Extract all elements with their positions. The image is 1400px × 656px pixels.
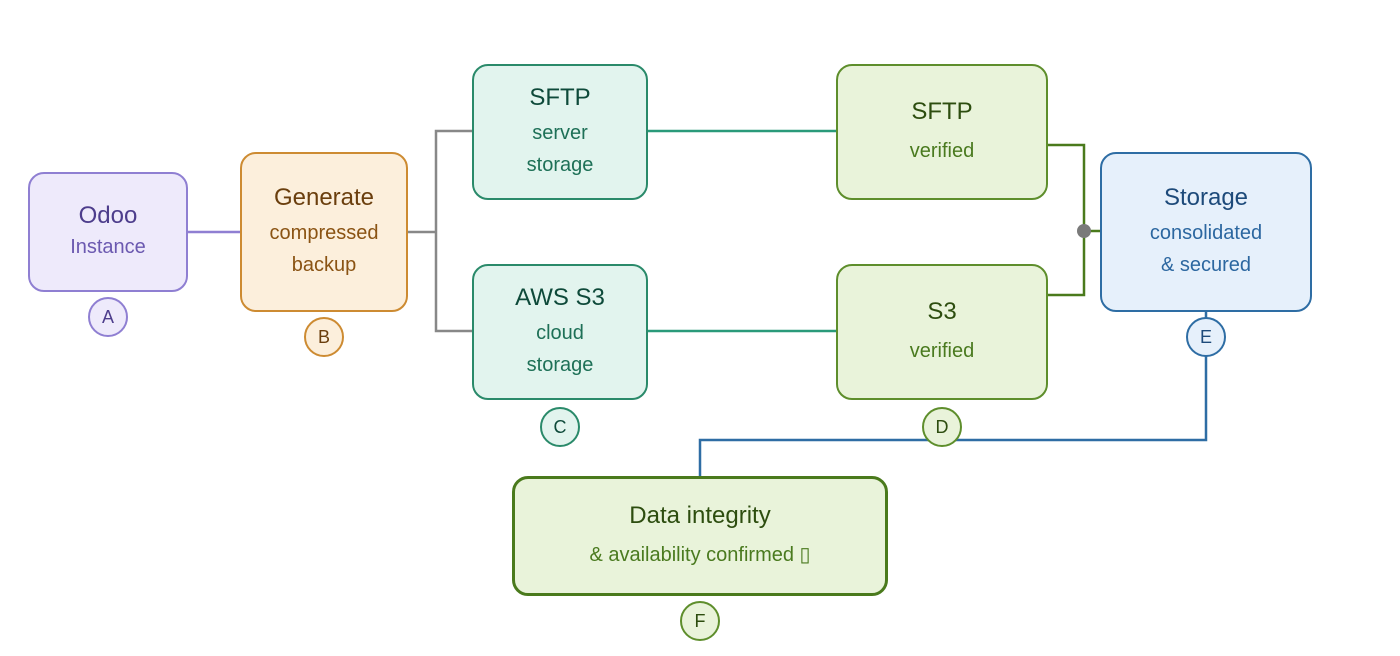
badge-e: E <box>1186 317 1226 357</box>
node-generate-backup: Generate compressed backup <box>240 152 408 312</box>
node-storage-sub-2: & secured <box>1160 254 1252 276</box>
node-s3-sub-2: storage <box>526 354 594 376</box>
node-storage: Storage consolidated & secured <box>1100 152 1312 312</box>
badge-c: C <box>540 407 580 447</box>
badge-f: F <box>680 601 720 641</box>
node-generate-sub-2: backup <box>291 254 357 276</box>
node-generate-title: Generate <box>273 184 375 211</box>
edge-sftp-verified-merge <box>1048 143 1086 231</box>
node-integrity-sub: & availability confirmed ▯ <box>589 544 811 566</box>
node-generate-sub-1: compressed <box>269 222 379 244</box>
node-sftp-storage: SFTP server storage <box>472 64 648 200</box>
badge-d: D <box>922 407 962 447</box>
node-sftp-verified: SFTP verified <box>836 64 1048 200</box>
node-storage-sub-1: consolidated <box>1149 222 1263 244</box>
node-sftp-sub-1: server <box>532 122 588 144</box>
merge-junction-dot <box>1077 224 1091 238</box>
node-sftp-sub-2: storage <box>526 154 594 176</box>
node-s3-verified-sub: verified <box>909 340 975 362</box>
edge-branch-sftp <box>434 129 472 232</box>
edge-branch-s3 <box>434 232 472 333</box>
node-odoo-sub: Instance <box>70 236 146 258</box>
node-data-integrity: Data integrity & availability confirmed … <box>512 476 888 596</box>
node-sftp-verified-sub: verified <box>909 140 975 162</box>
node-odoo-title: Odoo <box>78 202 138 229</box>
node-s3-title: AWS S3 <box>515 284 605 311</box>
node-integrity-title: Data integrity <box>629 502 771 529</box>
node-s3-storage: AWS S3 cloud storage <box>472 264 648 400</box>
node-s3-verified-title: S3 <box>927 298 957 325</box>
node-sftp-title: SFTP <box>529 84 591 111</box>
node-s3-sub-1: cloud <box>536 322 584 344</box>
node-s3-verified: S3 verified <box>836 264 1048 400</box>
edge-s3-verified-merge <box>1048 231 1086 297</box>
badge-a: A <box>88 297 128 337</box>
node-storage-title: Storage <box>1163 184 1249 211</box>
badge-b: B <box>304 317 344 357</box>
node-sftp-verified-title: SFTP <box>911 98 973 125</box>
node-odoo-instance: Odoo Instance <box>28 172 188 292</box>
